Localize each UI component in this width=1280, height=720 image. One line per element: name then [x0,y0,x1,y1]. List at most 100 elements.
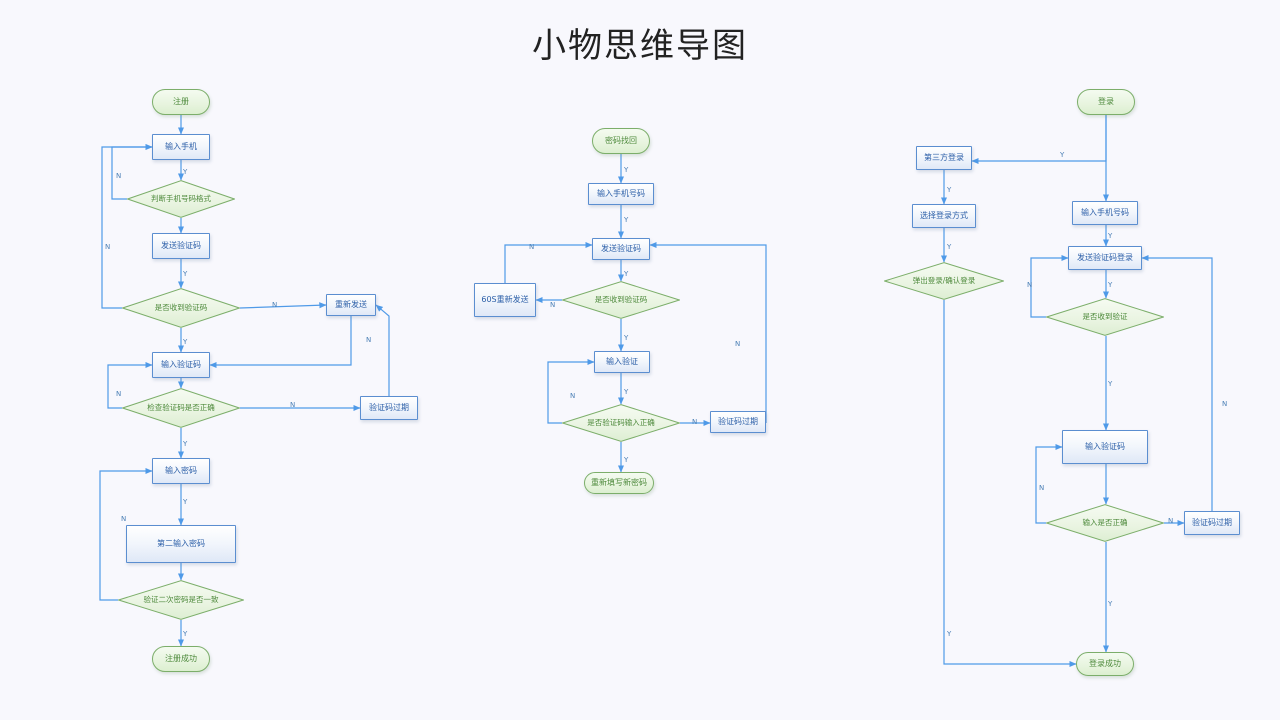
flow-node-label: 是否收到验证码 [594,294,648,304]
flow-node-label: 重新填写新密码 [591,478,647,488]
flow-edge [375,304,390,396]
flow-node-decision[interactable]: 是否验证码输入正确 [562,404,680,442]
flow-node-label: 输入密码 [165,466,197,476]
flow-edge [971,115,1107,165]
edge-label: Y [624,270,629,278]
flow-edge [649,241,767,423]
flow-node-process[interactable]: 验证码过期 [710,411,766,433]
flow-node-process[interactable]: 重新发送 [326,294,376,316]
diamond-icon [1046,298,1164,336]
edge-label: N [1039,484,1045,492]
edge-label: N [735,340,741,348]
flow-node-label: 是否验证码输入正确 [587,417,655,427]
flow-node-terminal[interactable]: 登录 [1077,89,1135,115]
flow-node-process[interactable]: 发送验证码 [152,233,210,259]
flow-node-decision[interactable]: 输入是否正确 [1046,504,1164,542]
flow-node-decision[interactable]: 是否收到验证码 [562,281,680,319]
flow-node-label: 重新发送 [335,300,367,310]
flow-node-terminal[interactable]: 登录成功 [1076,652,1134,676]
flow-node-decision[interactable]: 检查验证码是否正确 [122,388,240,428]
flow-node-label: 输入手机号码 [1081,208,1129,218]
flow-node-label: 验证码过期 [369,403,409,413]
flow-node-process[interactable]: 第二输入密码 [126,525,236,563]
edge-label: N [290,401,296,409]
edge-label: N [105,243,111,251]
edge-label: Y [183,498,188,506]
flow-node-process[interactable]: 输入手机号码 [588,183,654,205]
edge-label: Y [1108,600,1113,608]
flow-node-label: 60S重新发送 [481,295,529,305]
flow-node-terminal[interactable]: 注册成功 [152,646,210,672]
flow-node-decision[interactable]: 弹出登录/确认登录 [884,262,1004,300]
flow-node-process[interactable]: 输入密码 [152,458,210,484]
flow-node-decision[interactable]: 是否收到验证 [1046,298,1164,336]
diamond-icon [122,388,240,428]
edge-label: Y [947,186,952,194]
flow-node-label: 第三方登录 [924,153,964,163]
edge-label: N [1027,281,1033,289]
flow-node-terminal[interactable]: 注册 [152,89,210,115]
flow-edge [101,143,153,309]
flow-edge [239,302,327,309]
edge-label: Y [624,456,629,464]
edge-label: Y [1108,380,1113,388]
flow-node-label: 输入是否正确 [1082,517,1128,527]
flow-node-label: 密码找回 [605,136,637,146]
flow-node-terminal[interactable]: 密码找回 [592,128,650,154]
flow-node-process[interactable]: 验证码过期 [360,396,418,420]
flow-node-label: 登录成功 [1089,659,1121,669]
flow-node-label: 判断手机号码格式 [151,193,211,203]
edge-label: Y [1060,151,1065,159]
flow-edge [504,241,593,283]
edge-label: Y [624,388,629,396]
diamond-icon [1046,504,1164,542]
edge-label: N [1222,400,1228,408]
flow-node-process[interactable]: 验证码过期 [1184,511,1240,535]
edge-label: N [1168,517,1174,525]
edge-label: Y [624,166,629,174]
flow-node-process[interactable]: 输入验证码 [1062,430,1148,464]
flow-node-process[interactable]: 输入验证码 [152,352,210,378]
edge-label: N [692,418,698,426]
flow-node-process[interactable]: 输入手机号码 [1072,201,1138,225]
edge-label: Y [624,334,629,342]
edge-label: N [570,392,576,400]
flow-node-label: 发送验证码登录 [1077,253,1133,263]
flow-node-process[interactable]: 发送验证码登录 [1068,246,1142,270]
edge-label: Y [183,168,188,176]
edge-label: Y [183,630,188,638]
flow-node-process[interactable]: 输入手机 [152,134,210,160]
flow-node-label: 验证码过期 [1192,518,1232,528]
flow-node-process[interactable]: 选择登录方式 [912,204,976,228]
flow-node-process[interactable]: 第三方登录 [916,146,972,170]
edge-label: Y [1108,232,1113,240]
edge-label: N [529,243,535,251]
flow-edge [943,300,1077,668]
diamond-icon [127,180,235,218]
flow-node-label: 输入验证码 [161,360,201,370]
edge-label: Y [624,216,629,224]
flow-node-process[interactable]: 输入验证 [594,351,650,373]
edge-label: N [116,390,122,398]
edge-label: N [272,301,278,309]
flow-node-label: 输入手机 [165,142,197,152]
edge-label: N [121,515,127,523]
flow-node-process[interactable]: 60S重新发送 [474,283,536,317]
edge-label: N [116,172,122,180]
flow-node-label: 是否收到验证 [1082,311,1128,321]
flow-node-label: 发送验证码 [601,244,641,254]
flow-node-label: 注册成功 [165,654,197,664]
page-title: 小物思维导图 [532,26,748,66]
flow-node-label: 注册 [173,97,189,107]
diamond-icon [122,288,240,328]
flow-node-process[interactable]: 发送验证码 [592,238,650,260]
flow-node-label: 发送验证码 [161,241,201,251]
flow-node-terminal[interactable]: 重新填写新密码 [584,472,654,494]
diamond-icon [884,262,1004,300]
flow-node-decision[interactable]: 判断手机号码格式 [127,180,235,218]
edge-group-login [940,115,1213,668]
edge-label: Y [947,630,952,638]
flow-node-decision[interactable]: 验证二次密码是否一致 [118,580,244,620]
flow-node-label: 输入验证 [606,357,638,367]
flow-node-decision[interactable]: 是否收到验证码 [122,288,240,328]
